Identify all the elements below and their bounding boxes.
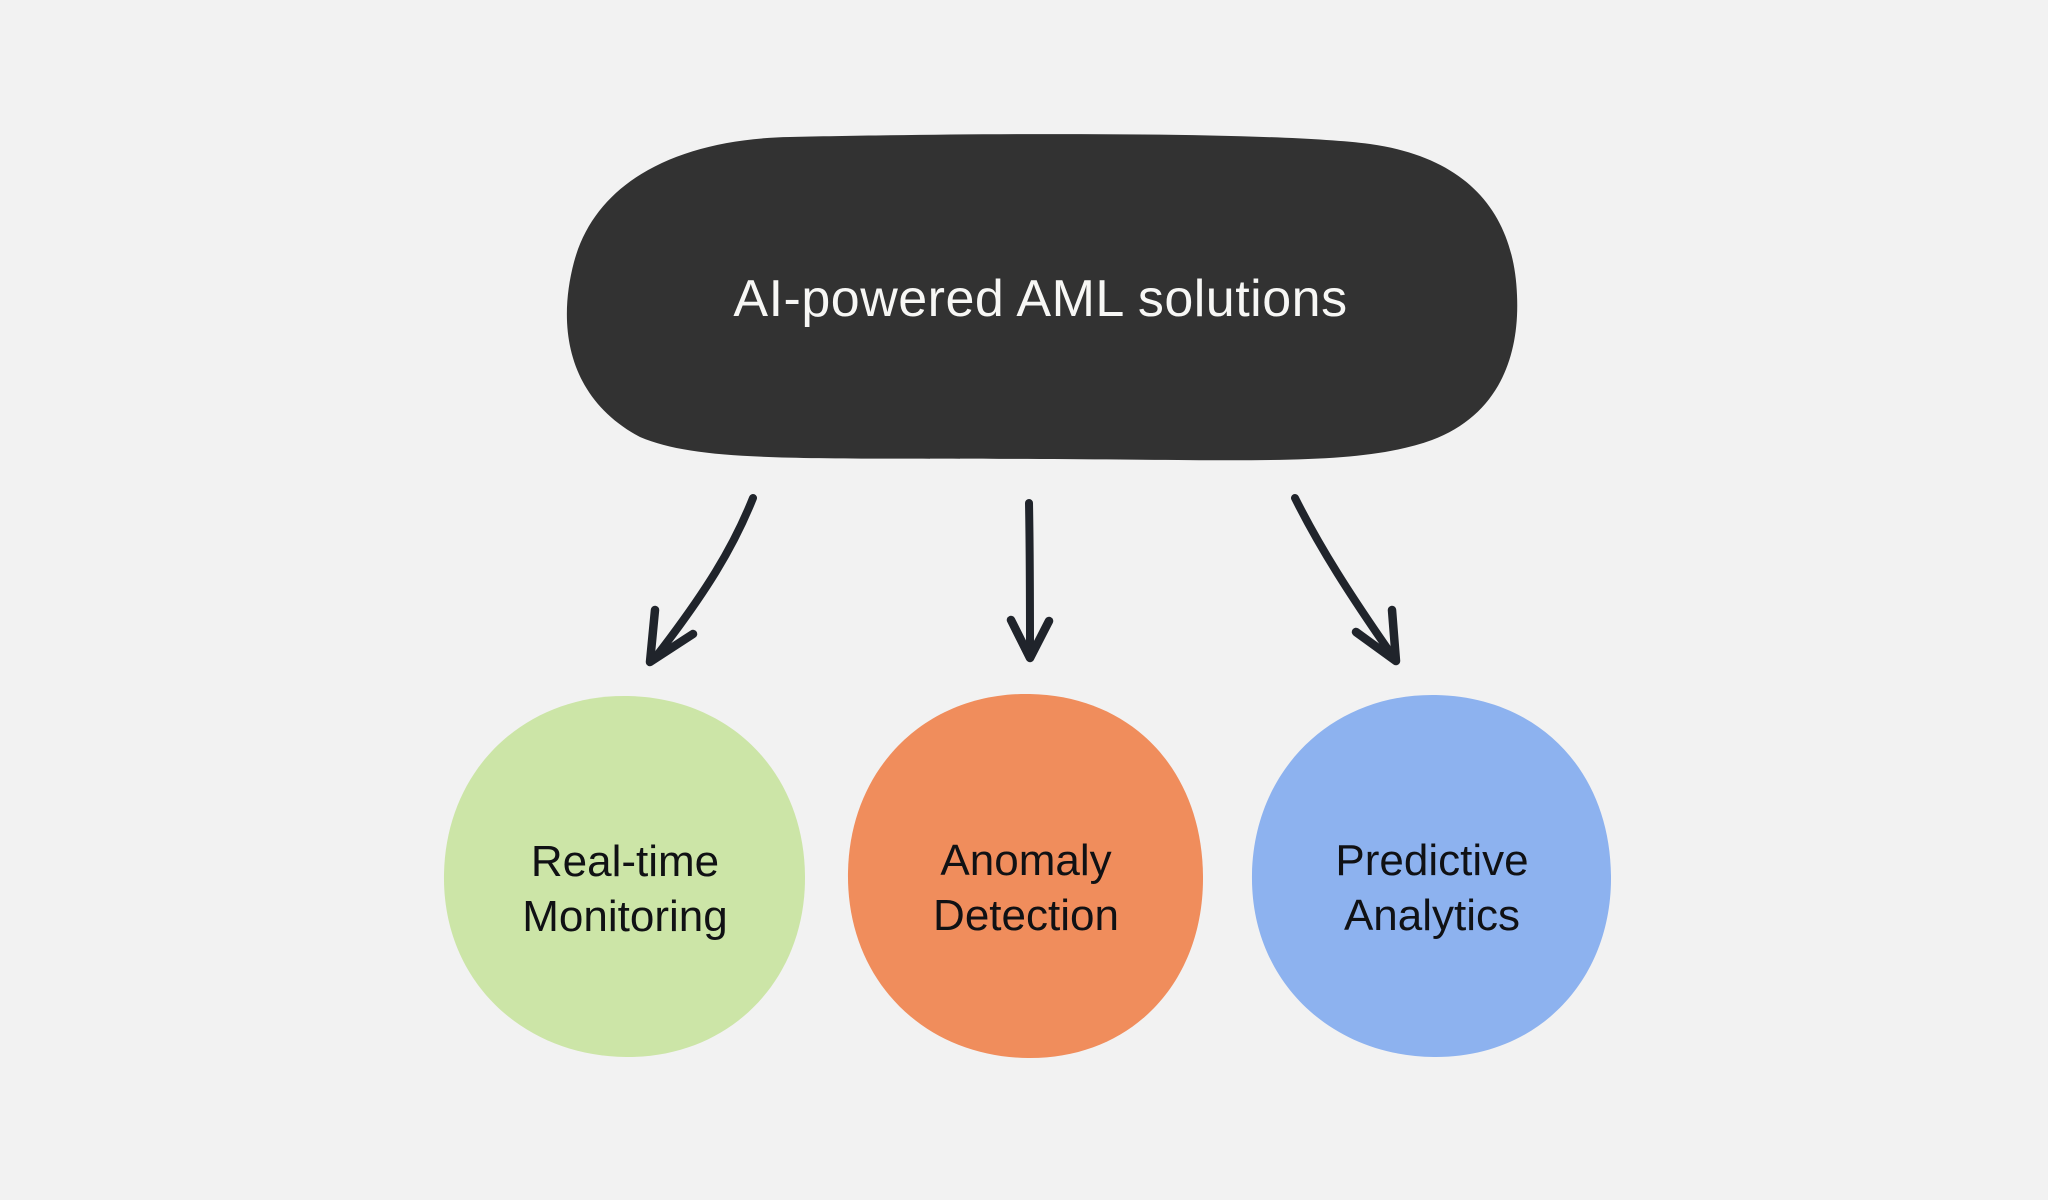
- arrow-shaft: [1291, 494, 1398, 662]
- arrow-shaft: [1025, 499, 1034, 656]
- node-shape-anomaly-detection: [847, 693, 1204, 1059]
- arrow-head: [645, 605, 698, 667]
- arrow-head: [1006, 615, 1054, 663]
- arrow-head: [1351, 605, 1401, 666]
- node-shape-real-time-monitoring: [443, 695, 806, 1058]
- arrow-down-right-icon: [1291, 494, 1401, 666]
- node-shape-predictive-analytics: [1251, 694, 1612, 1058]
- arrow-down-left-icon: [645, 494, 757, 667]
- arrow-shaft: [651, 494, 757, 662]
- arrow-down-icon: [1006, 499, 1054, 663]
- root-node-shape: [566, 134, 1518, 461]
